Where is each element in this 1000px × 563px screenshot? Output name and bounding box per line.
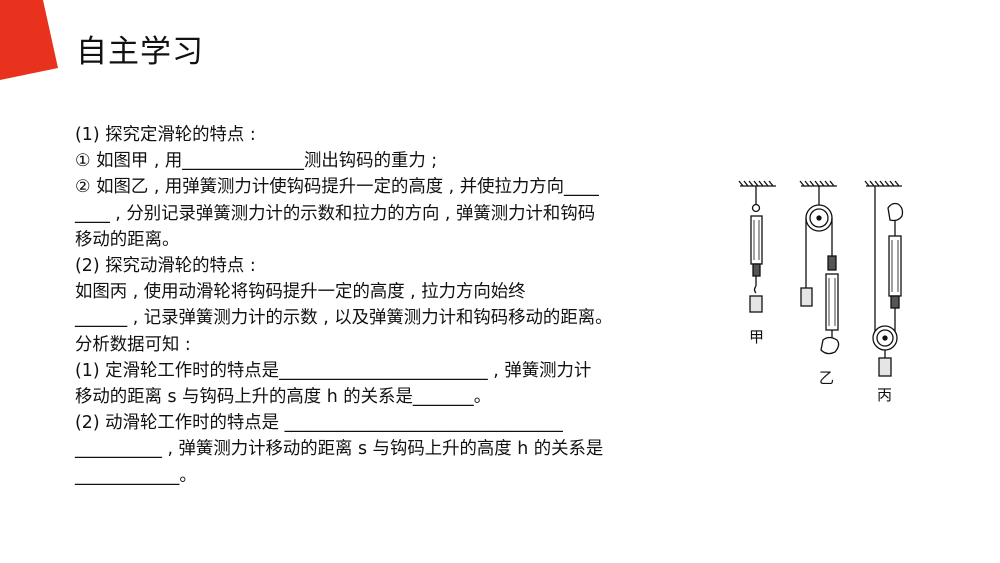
text-line: 如图丙 , 使用动滑轮将钩码提升一定的高度 , 拉力方向始终 — [75, 282, 526, 303]
text-line: __________ , 弹簧测力计移动的距离 s 与钩码上升的高度 h 的关系… — [75, 439, 604, 460]
page-title: 自主学习 — [76, 34, 204, 70]
label-yi: 乙 — [819, 369, 834, 387]
exercise-text: (1) 探究定滑轮的特点 : ① 如图甲 , 用______________测出… — [75, 122, 705, 489]
text-line: (1) 定滑轮工作时的特点是________________________ ,… — [75, 360, 592, 381]
text-line: (2) 探究动滑轮的特点 : — [75, 256, 256, 277]
text-line: ② 如图乙 , 用弹簧测力计使钩码提升一定的高度 , 并使拉力方向____ — [75, 177, 599, 198]
figure-jia: 甲 — [738, 180, 776, 346]
text-line: ____ , 分别记录弹簧测力计的示数和拉力的方向 , 弹簧测力计和钩码 — [75, 203, 596, 224]
label-jia: 甲 — [749, 328, 764, 346]
text-line: 分析数据可知 : — [75, 334, 191, 355]
figure-bing: 丙 — [864, 180, 904, 404]
text-line: ______ , 记录弹簧测力计的示数 , 以及弹簧测力计和钩码移动的距离。 — [75, 308, 613, 329]
pulley-experiment-figure: 甲 乙 丙 — [738, 180, 904, 404]
figure-yi: 乙 — [799, 180, 840, 387]
corner-accent-shape — [0, 0, 58, 80]
text-line: 移动的距离。 — [75, 229, 180, 250]
text-line: ____________。 — [75, 465, 197, 486]
text-line: (1) 探究定滑轮的特点 : — [75, 125, 256, 145]
label-bing: 丙 — [877, 386, 892, 404]
text-line: ① 如图甲 , 用______________测出钩码的重力 ; — [75, 151, 438, 172]
text-line: 移动的距离 s 与钩码上升的高度 h 的关系是_______。 — [75, 387, 492, 408]
text-line: (2) 动滑轮工作时的特点是 _________________________… — [75, 413, 563, 434]
